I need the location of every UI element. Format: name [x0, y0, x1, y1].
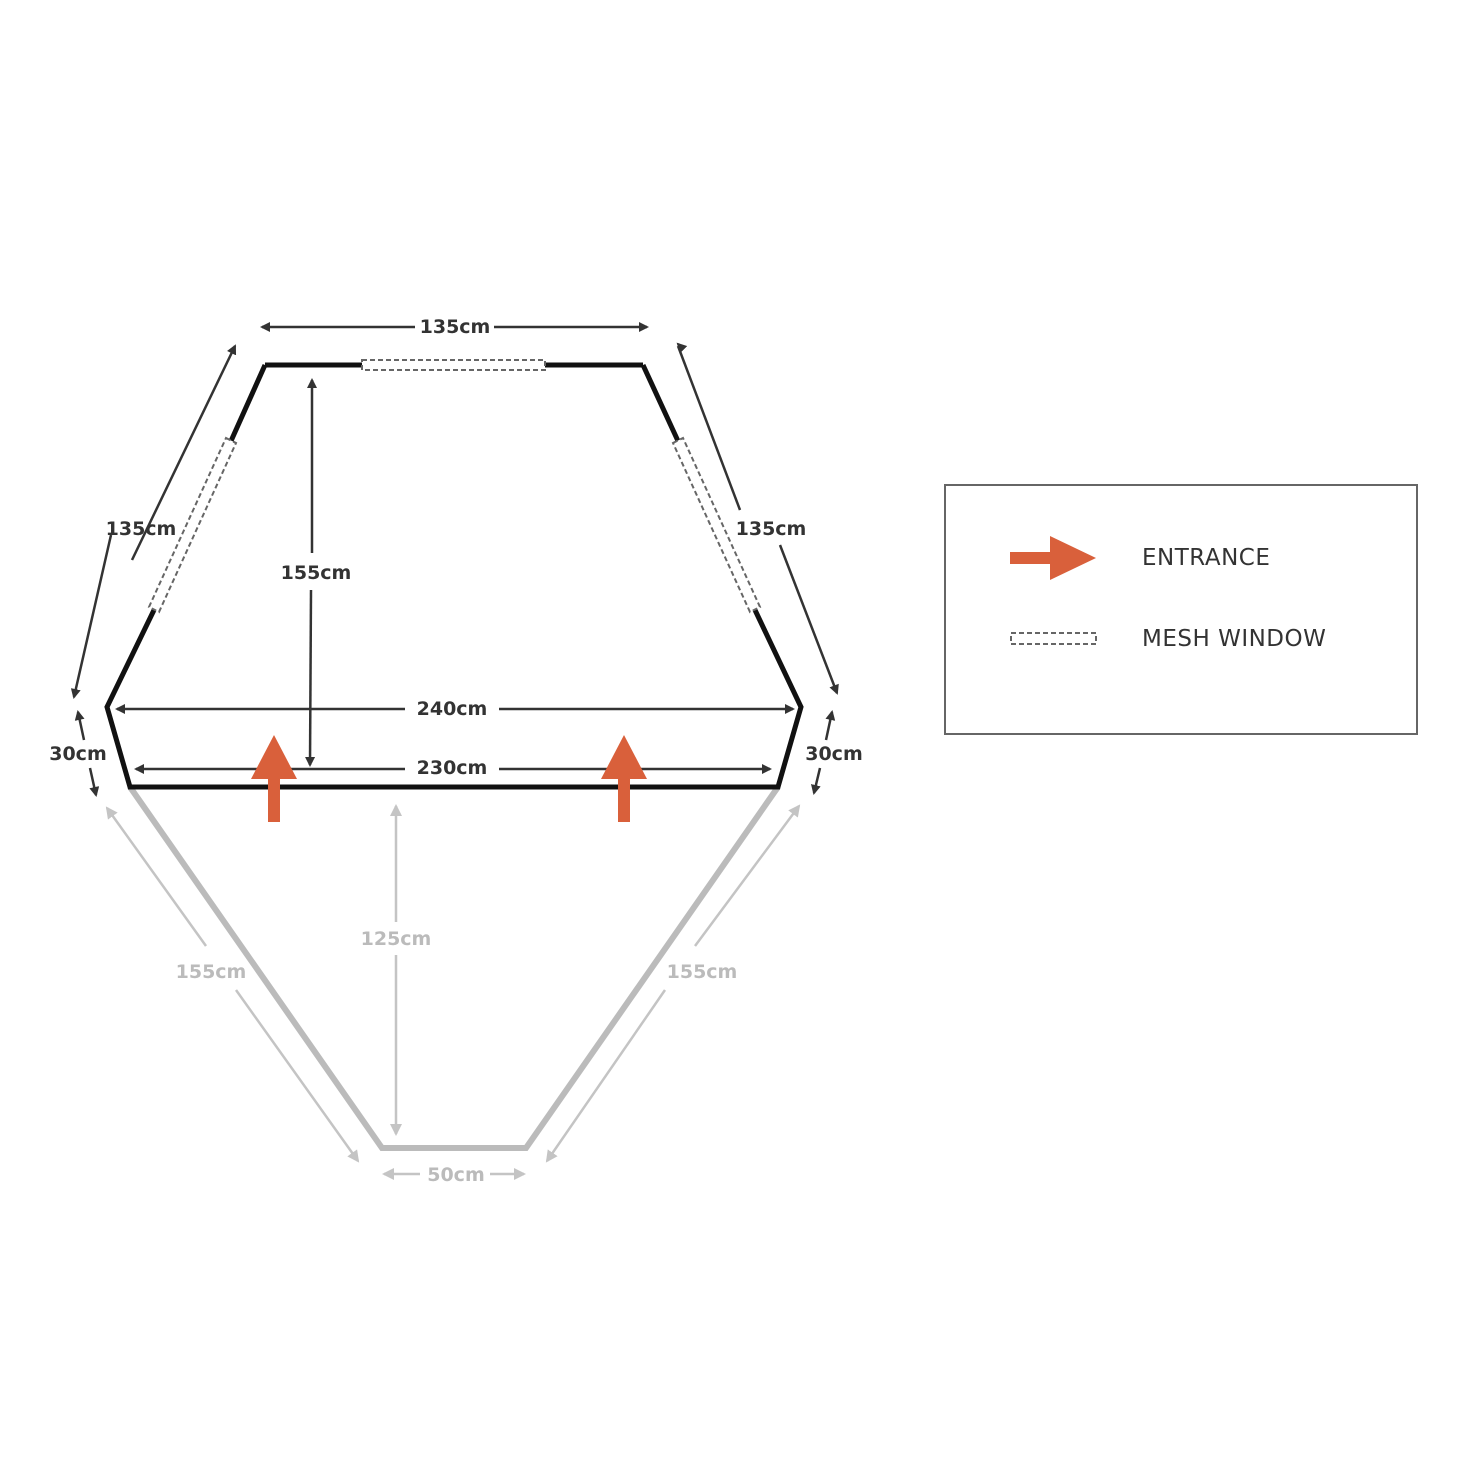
- entrance-arrow-right: [601, 735, 647, 822]
- mesh-windows: [147, 359, 762, 614]
- dim-depth-label: 155cm: [281, 562, 352, 584]
- ext-depth-label: 125cm: [361, 928, 432, 950]
- legend-mesh-row: MESH WINDOW: [946, 609, 1416, 669]
- tent-walls: [104, 362, 804, 790]
- legend-entrance-label: ENTRANCE: [1142, 545, 1271, 571]
- dashed-rectangle-icon: [1010, 632, 1097, 645]
- dim-lower-left-label: 30cm: [49, 743, 107, 765]
- arrow-right-icon: [1010, 536, 1096, 580]
- entrance-arrow-left: [251, 735, 297, 822]
- dim-top-label: 135cm: [420, 316, 491, 338]
- legend-entrance-row: ENTRANCE: [946, 528, 1416, 588]
- dim-width-outer-label: 240cm: [417, 698, 488, 720]
- mesh-window-right: [671, 436, 762, 614]
- ext-left-label: 155cm: [176, 961, 247, 983]
- legend: ENTRANCE MESH WINDOW: [944, 484, 1418, 735]
- extension-outline: [127, 785, 781, 1151]
- dim-width-inner-label: 230cm: [417, 757, 488, 779]
- mesh-window-top: [361, 359, 546, 371]
- dim-lower-right-label: 30cm: [805, 743, 863, 765]
- dim-upper-left-label: 135cm: [106, 518, 177, 540]
- legend-mesh-label: MESH WINDOW: [1142, 626, 1327, 652]
- mesh-window-left: [147, 436, 238, 614]
- ext-right-label: 155cm: [667, 961, 738, 983]
- dim-upper-right-label: 135cm: [736, 518, 807, 540]
- ext-bottom-label: 50cm: [427, 1164, 485, 1186]
